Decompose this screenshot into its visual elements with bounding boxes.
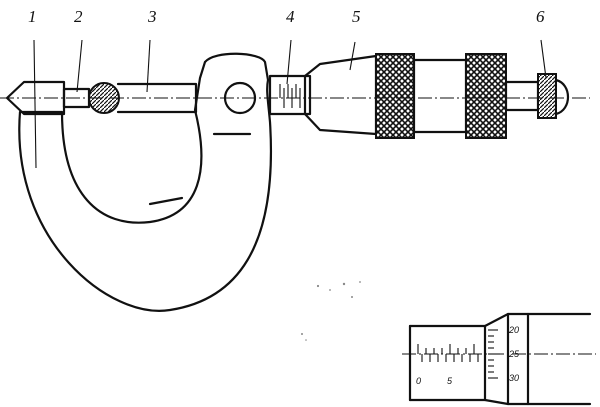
callout-2: 2: [74, 7, 83, 26]
thimble: [303, 53, 507, 139]
micrometer-frame: [18, 52, 272, 312]
callout-5: 5: [352, 7, 361, 26]
callout-labels: 1 2 3 4 5 6: [28, 7, 545, 26]
paper-specks: [301, 281, 361, 341]
sleeve-label-5: 5: [447, 376, 453, 386]
leader-lines: [33, 39, 547, 169]
callout-4: 4: [286, 7, 295, 26]
sleeve-ticks: [417, 344, 479, 362]
thimble-label-25: 25: [508, 349, 520, 359]
thimble-label-20: 20: [508, 325, 519, 335]
spindle: [116, 82, 198, 114]
thimble-ticks: [488, 329, 500, 379]
sleeve-label-0: 0: [416, 376, 421, 386]
callout-6: 6: [536, 7, 545, 26]
scale-detail: 0 5 20 25 30: [402, 312, 596, 406]
callout-3: 3: [147, 7, 157, 26]
ratchet: [504, 73, 570, 119]
sleeve: [268, 74, 312, 116]
callout-1: 1: [28, 7, 37, 26]
thimble-label-30: 30: [509, 373, 519, 383]
